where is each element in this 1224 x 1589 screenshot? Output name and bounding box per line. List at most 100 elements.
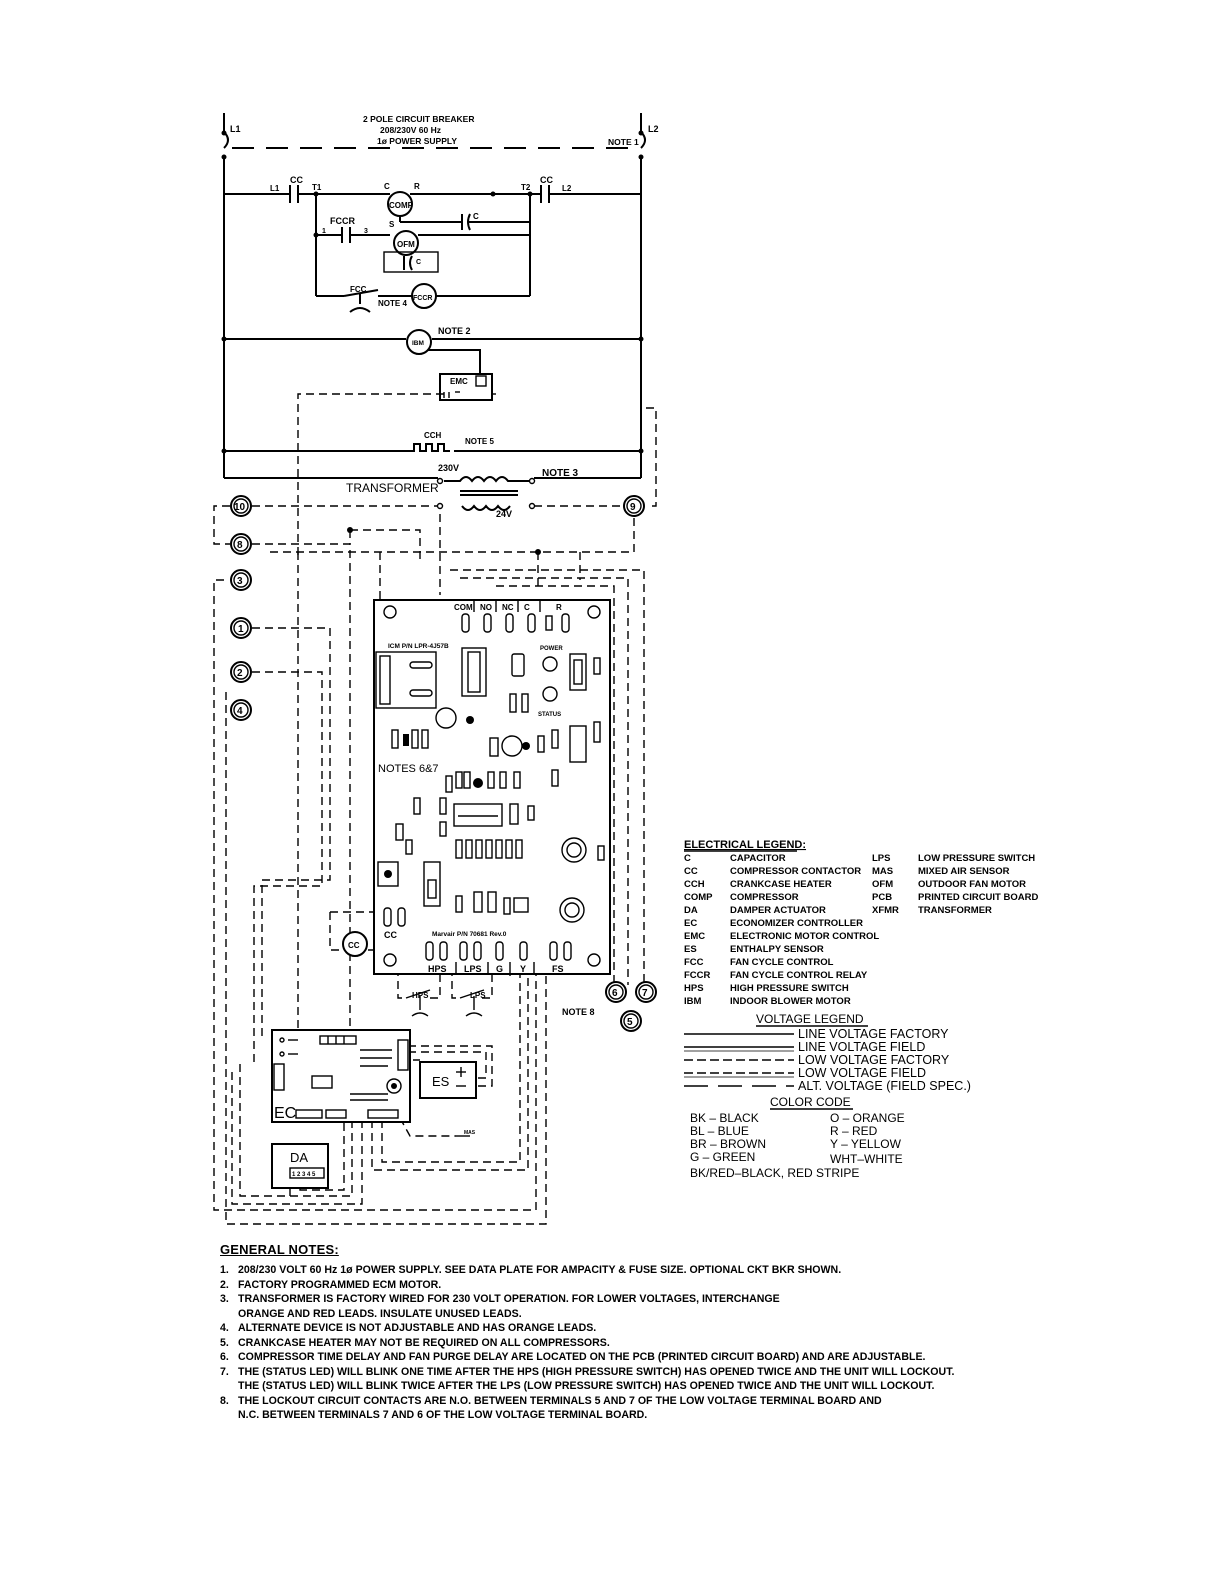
terminal-2: 2: [237, 668, 243, 679]
color-y: Y – YELLOW: [830, 1137, 902, 1151]
legend-desc: LOW PRESSURE SWITCH: [918, 853, 1035, 864]
l1-label: L1: [230, 124, 241, 134]
cc-coil: [342, 931, 368, 957]
cc-left-label: CC: [290, 175, 303, 185]
general-note-2: 2.FACTORY PROGRAMMED ECM MOTOR.: [220, 1278, 920, 1293]
color-code-title: COLOR CODE: [770, 1095, 851, 1109]
legend-abbr: EC: [684, 918, 697, 929]
l2-label: L2: [648, 124, 659, 134]
notes67-label: NOTES 6&7: [378, 763, 439, 775]
general-note-8: 8. THE LOCKOUT CIRCUIT CONTACTS ARE N.O. …: [220, 1394, 920, 1423]
terminal-8: 8: [237, 540, 243, 551]
legend-desc: PRINTED CIRCUIT BOARD: [918, 892, 1038, 903]
legend-abbr: IBM: [684, 996, 702, 1007]
l1b-label: L1: [270, 184, 280, 193]
color-code: COLOR CODE BK – BLACK BL – BLUE BR – BRO…: [690, 1095, 905, 1180]
legend-desc: COMPRESSOR CONTACTOR: [730, 866, 861, 877]
pcb-hps: HPS: [428, 964, 447, 974]
fccr-coil-label: FCCR: [413, 295, 432, 302]
voltage-legend: VOLTAGE LEGEND LINE VOLTAGE FACTORY LINE…: [684, 1012, 971, 1093]
general-note-text: 208/230 VOLT 60 Hz 1ø POWER SUPPLY. SEE …: [238, 1264, 842, 1276]
color-br: BR – BROWN: [690, 1137, 766, 1151]
pcb-nc: NC: [502, 603, 514, 612]
legend-abbr: MAS: [872, 866, 893, 877]
hps-label: HPS: [412, 991, 429, 1000]
comp-label: COMP: [389, 201, 414, 210]
legend-desc: ENTHALPY SENSOR: [730, 944, 824, 955]
general-note-7: 7.THE (STATUS LED) WILL BLINK ONE TIME A…: [220, 1365, 954, 1394]
terminal-9: 9: [630, 502, 636, 513]
cc-coil-label: CC: [348, 941, 360, 950]
cap-c1-label: C: [473, 212, 479, 221]
pcb-part-label: ICM P/N LPR-4J57B: [388, 643, 449, 650]
color-bk: BK – BLACK: [690, 1111, 759, 1125]
legend-abbr: FCC: [684, 957, 704, 968]
legend-abbr: EMC: [684, 931, 705, 942]
general-note-text: COMPRESSOR TIME DELAY AND FAN PURGE DELA…: [238, 1351, 926, 1363]
general-note-text: TRANSFORMER IS FACTORY WIRED FOR 230 VOL…: [238, 1293, 780, 1305]
emc-label: EMC: [450, 377, 468, 386]
general-note-number: 3.: [220, 1293, 229, 1305]
mas-label: MAS: [464, 1130, 476, 1136]
note8-label: NOTE 8: [562, 1007, 595, 1017]
da-label: DA: [290, 1150, 308, 1165]
legend-desc: OUTDOOR FAN MOTOR: [918, 879, 1026, 890]
indoor-blower-motor: [406, 329, 432, 355]
damper-actuator: [271, 1143, 329, 1189]
note5-label: NOTE 5: [465, 437, 494, 446]
general-note-number: 1.: [220, 1264, 229, 1276]
terminal-6: 6: [612, 988, 618, 999]
color-g: G – GREEN: [690, 1150, 755, 1164]
general-note-number: 8.: [220, 1394, 229, 1407]
pressure-switches: HPS LPS: [405, 989, 486, 1017]
note4-label: NOTE 4: [378, 299, 407, 308]
t1-label: T1: [312, 183, 322, 192]
general-note-number: 2.: [220, 1278, 229, 1291]
legend-abbr: ES: [684, 944, 697, 955]
general-note-5: 5.CRANKCASE HEATER MAY NOT BE REQUIRED O…: [220, 1336, 920, 1351]
enthalpy-sensor: [419, 1061, 477, 1099]
compressor-circuit: CC L1 T1 COMP C R S C T2 CC L2: [224, 175, 641, 296]
ec-label: EC: [274, 1105, 296, 1122]
pcb-board: COM NO NC C R ICM P/N LPR-4J57B POWER ST…: [373, 599, 611, 975]
legend-abbr: FCCR: [684, 970, 711, 981]
ofm-label: OFM: [397, 240, 415, 249]
general-note-text: ALTERNATE DEVICE IS NOT ADJUSTABLE AND H…: [238, 1322, 597, 1334]
power-label: POWER: [540, 646, 563, 652]
general-note-6: 6.COMPRESSOR TIME DELAY AND FAN PURGE DE…: [220, 1350, 925, 1365]
legend-desc: MIXED AIR SENSOR: [918, 866, 1010, 877]
cch-label: CCH: [424, 431, 442, 440]
general-note-number: 4.: [220, 1322, 229, 1334]
legend-desc: COMPRESSOR: [730, 892, 799, 903]
pcb-g: G: [496, 964, 503, 974]
terminal-5: 5: [627, 1017, 633, 1028]
legend-desc: HIGH PRESSURE SWITCH: [730, 983, 849, 994]
color-bk-red: BK/RED–BLACK, RED STRIPE: [690, 1166, 859, 1180]
t2-label: T2: [521, 183, 531, 192]
v230-label: 230V: [438, 463, 459, 473]
v24-label: 24V: [496, 509, 512, 519]
fccr-1-label: 1: [322, 228, 326, 235]
note1-label: NOTE 1: [608, 137, 639, 147]
fccr-3-label: 3: [364, 228, 368, 235]
voltage-line-factory: LINE VOLTAGE FACTORY: [798, 1027, 949, 1041]
marvair-label: Marvair P/N 70681 Rev.0: [432, 931, 507, 938]
general-note-1: 1. 208/230 VOLT 60 Hz 1ø POWER SUPPLY. SE…: [220, 1263, 920, 1278]
voltage-legend-title: VOLTAGE LEGEND: [756, 1012, 864, 1026]
legend-desc: INDOOR BLOWER MOTOR: [730, 996, 851, 1007]
voltage-alt: ALT. VOLTAGE (FIELD SPEC.): [798, 1079, 971, 1093]
general-note-3: 3. TRANSFORMER IS FACTORY WIRED FOR 230 V…: [220, 1292, 920, 1321]
general-notes: GENERAL NOTES: 1.208/230 VOLT 60 Hz 1ø P…: [220, 1242, 954, 1423]
general-note-number: 5.: [220, 1336, 229, 1349]
legend-abbr: DA: [684, 905, 698, 916]
blower-circuit: IBM NOTE 2 EMC: [221, 326, 644, 555]
outdoor-fan-motor: [393, 230, 419, 256]
general-notes-list: 1. 208/230 VOLT 60 Hz 1ø POWER SUPPLY. SE…: [220, 1263, 954, 1423]
color-o: O – ORANGE: [830, 1111, 905, 1125]
status-label: STATUS: [538, 712, 561, 718]
legend-desc: CAPACITOR: [730, 853, 786, 864]
legend-desc: FAN CYCLE CONTROL: [730, 957, 834, 968]
color-r: R – RED: [830, 1124, 878, 1138]
comp-c-label: C: [384, 182, 390, 191]
general-note-text: THE LOCKOUT CIRCUIT CONTACTS ARE N.O. BE…: [238, 1394, 882, 1407]
